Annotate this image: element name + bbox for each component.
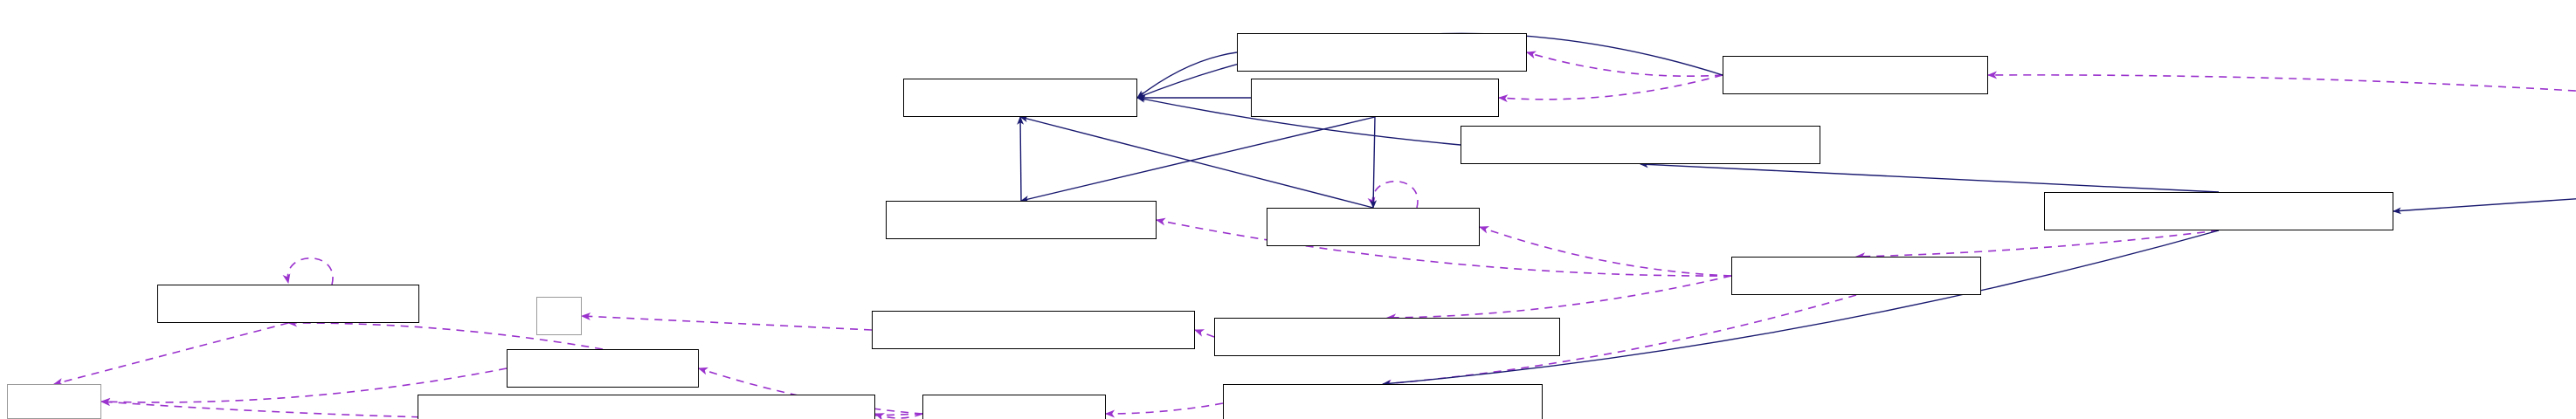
edge-inheritance [1020,116,1376,203]
edge-inheritance [1640,161,2220,193]
edge-inheritance [1019,115,1374,209]
class-node-charcomponentimpl[interactable] [2044,192,2393,230]
edge-usage [100,367,508,406]
class-node-componentlistener[interactable] [1237,33,1527,72]
edge-usage [874,413,923,419]
class-node-tparam[interactable] [536,297,582,335]
class-node-acscomponentimpl[interactable] [1461,126,1820,164]
edge-usage [1193,329,1215,338]
class-node-charmodelimpl[interactable] [1223,384,1543,419]
class-node-daonode[interactable] [922,395,1106,419]
edge-usage [1525,51,1723,78]
class-node-daoproxy[interactable] [507,349,699,388]
class-node-registrarelement[interactable] [872,311,1195,349]
edge-usage [287,319,604,350]
class-node-bacicomponent[interactable] [1731,257,1981,295]
edge-usage [1478,226,1732,277]
edge-usage [1367,181,1419,209]
edge-usage [580,313,873,331]
edge-usage [1385,275,1732,322]
edge-inheritance [1382,230,2220,388]
class-node-threadmanager[interactable] [1251,79,1499,117]
edge-usage [52,322,289,386]
class-node-cxmltreenode[interactable] [157,285,419,323]
class-node-threadmanagerbase[interactable] [886,201,1157,239]
class-node-registrarint[interactable] [1214,318,1560,356]
edge-inheritance [1017,116,1025,202]
edge-usage [1104,402,1224,418]
edge-inheritance [1370,116,1378,209]
edge-usage [1381,294,1857,388]
class-node-threadbase[interactable] [1267,208,1480,246]
edge-inheritance [2393,198,2576,215]
edge-usage [1497,74,1723,103]
edge-inheritance [1136,95,1461,146]
edge-usage [1155,217,1732,277]
class-node-containerservices[interactable] [1723,56,1988,94]
class-node-dalchangelistener[interactable] [418,395,875,419]
edge-usage [282,258,334,285]
class-node-string[interactable] [7,384,101,419]
class-node-loggable[interactable] [903,79,1137,117]
edge-inheritance [1136,52,1238,99]
edge-usage [1854,230,2220,261]
edge-usage [1986,71,2576,92]
